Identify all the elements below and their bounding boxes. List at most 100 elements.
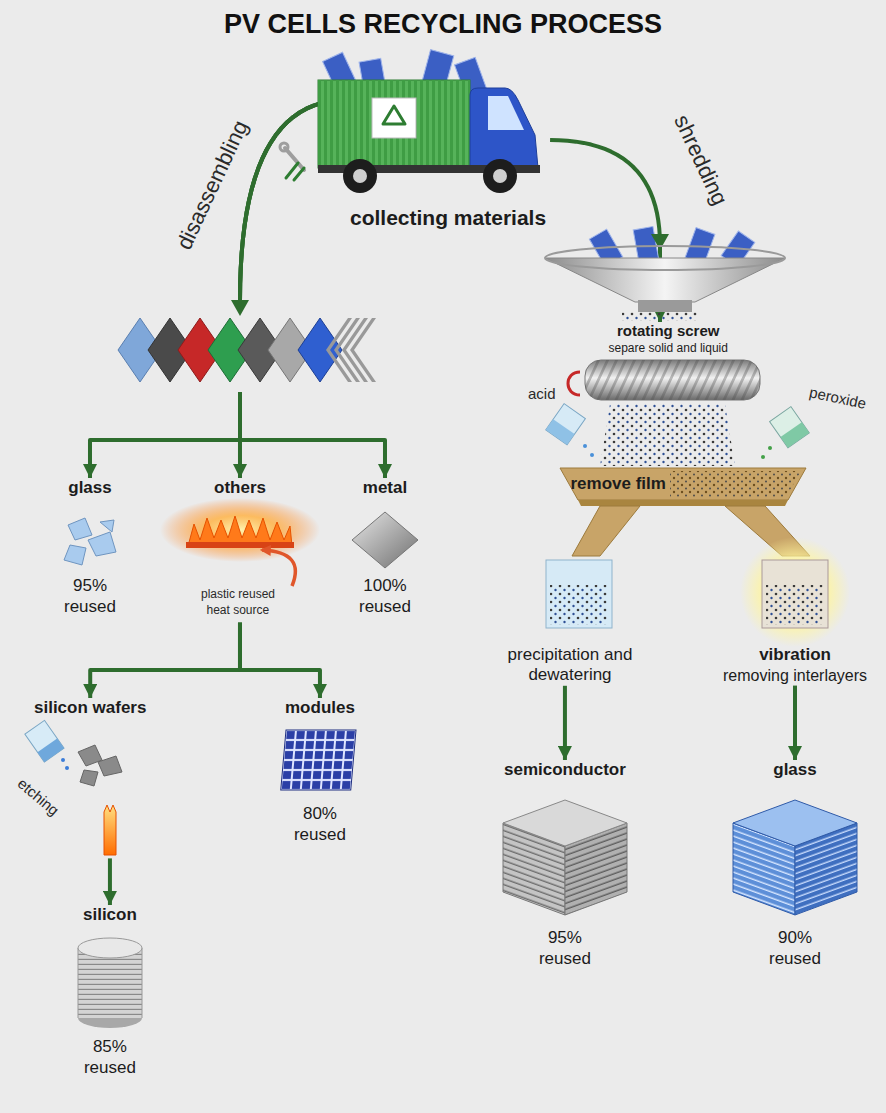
process-step: silicon85% reused [79,905,141,1078]
flow-arrow [108,858,112,905]
process-step: precipitation and dewatering [496,645,644,686]
panel-stack [231,300,249,316]
truck-illustration [488,96,524,130]
tray-illustration [670,471,801,497]
beaker-icon [770,407,810,448]
plate-stack-blue [733,800,857,915]
auger-graphic [585,360,760,400]
tool-icon [280,143,288,151]
flow-arrow [563,686,567,760]
auger-graphic [568,372,580,395]
funnel-illustration [545,227,785,321]
shard-icon [64,545,86,565]
process-step: vibrationremoving interlayers [719,645,871,686]
tool-icon [286,163,304,180]
flow-arrow [90,622,240,698]
truck-illustration [470,88,538,168]
beaker-icon [546,419,575,445]
vessel-illustration [762,560,828,628]
pour-icon [78,745,122,786]
truck-illustration [318,80,470,168]
wafer-disc-icon [78,948,79,1018]
auger-graphic [585,360,760,400]
pour-icon [25,720,64,762]
truck-illustration [318,50,540,193]
process-step: glass 95% reused [60,478,120,617]
step-detail: 80% reused [294,804,346,845]
truck-illustration [483,159,517,193]
step-detail: 95% reused [64,576,116,617]
plate-stack-blue [733,800,857,846]
shard-icon [68,518,92,540]
grid-panel-icon [281,730,356,790]
process-step: metal100% reused [355,478,415,617]
grid-panel-icon [281,730,356,790]
truck-illustration [353,169,367,183]
flow-arrow [90,100,346,478]
process-step: semiconductor95% reused [500,760,630,969]
pour-icon [37,738,64,762]
annotation: heat source [207,603,270,617]
beaker-icon [590,453,594,457]
flow-arrow [240,622,320,698]
step-heading: silicon wafers [34,698,146,718]
plate-stack-grey [503,800,627,846]
burner-icon [160,498,320,586]
step-heading: vibration [723,645,867,665]
panel-stack [350,318,376,382]
annotation: plastic reused [201,587,275,601]
step-heading: remove film [571,474,666,494]
truck-illustration [383,106,405,124]
beaker-icon [768,446,772,450]
wafer-disc-icon [78,938,142,1028]
plate-icon [352,512,418,568]
step-heading: modules [285,698,355,718]
panel-stack [334,318,360,382]
annotation: etching [14,775,63,820]
step-heading: collecting materials [350,205,546,230]
step-heading: silicon [83,905,137,925]
process-step: collecting materials [346,50,550,230]
funnel-illustration [545,258,785,302]
step-heading: precipitation and dewatering [500,645,640,686]
step-heading: rotating screw [609,322,728,340]
beaker-icon [546,404,810,459]
auger-graphic [568,360,760,466]
tool-icon [280,143,304,180]
step-heading: glass [64,478,116,498]
shard-icon [64,518,116,565]
pour-icon [80,770,98,786]
auger-graphic [600,404,735,466]
shard-icon [100,520,114,532]
diagram-title: PV CELLS RECYCLING PROCESS [0,8,886,40]
funnel-illustration [545,246,785,270]
wafer-disc-icon [142,948,143,1018]
annotation: acid [528,385,556,403]
burner-icon [186,542,294,548]
annotation: peroxide [808,383,868,413]
beaker-icon [583,444,587,448]
pour-icon [25,720,64,762]
grid-panel-icon [281,730,356,790]
funnel-illustration [638,300,692,312]
annotation: shredding [667,111,732,210]
step-detail: separe solid and liquid [609,341,728,355]
step-heading: semiconductor [504,760,626,780]
beaker-icon [770,407,810,448]
pour-icon [104,805,116,855]
step-detail: 100% reused [359,576,411,617]
vessel-illustration [546,537,850,647]
process-step: rotating screwsepare solid and liquid [605,322,732,355]
step-heading: others [214,478,266,498]
vessel-illustration [550,585,608,625]
annotation: disassembling [171,116,254,253]
step-heading: glass [769,760,821,780]
step-detail: removing interlayers [723,666,867,685]
tray-illustration [572,506,640,556]
vessel-illustration [546,560,612,628]
beaker-icon [761,455,765,459]
beaker-icon [780,422,809,448]
tray-illustration [578,500,788,506]
